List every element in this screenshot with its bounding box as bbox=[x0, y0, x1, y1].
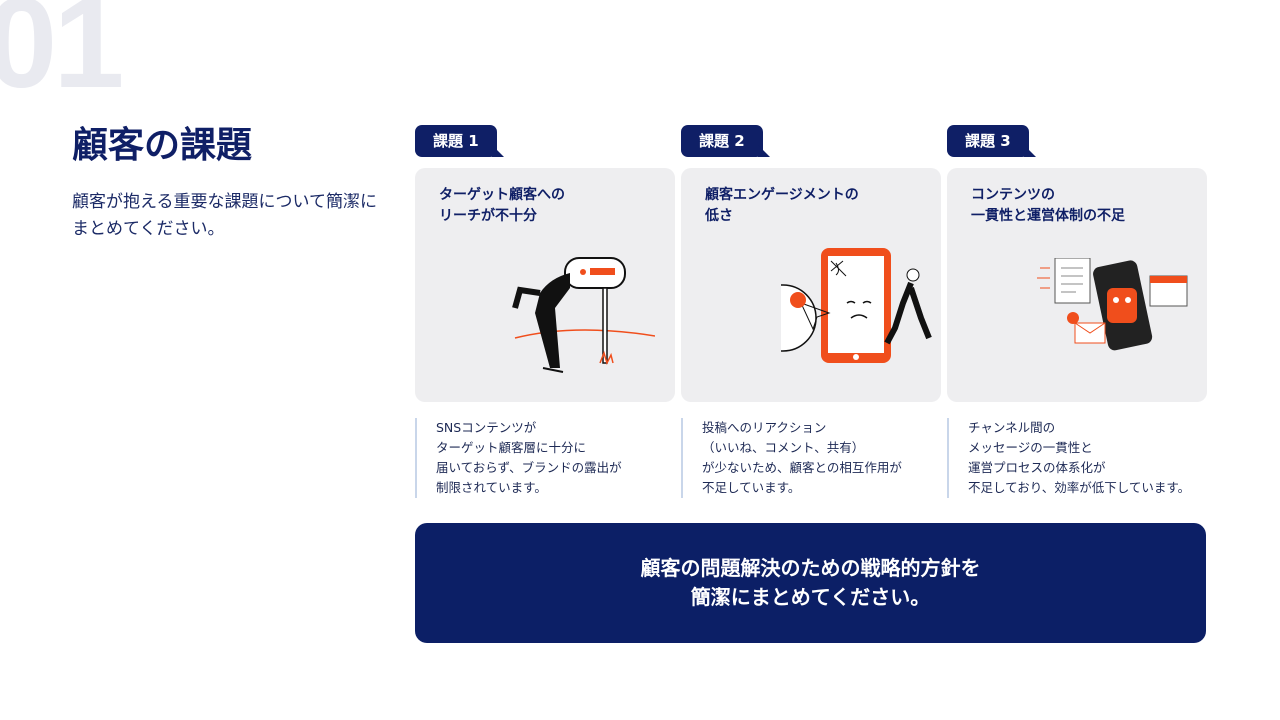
sad-phone-illustration-icon bbox=[781, 248, 932, 363]
issue-heading: ターゲット顧客への リーチが不十分 bbox=[439, 187, 565, 224]
page-title: 顧客の課題 bbox=[72, 125, 253, 166]
issue-card: 顧客エンゲージメントの 低さ bbox=[681, 168, 941, 402]
issue-description: チャンネル間の メッセージの一貫性と 運営プロセスの体系化が 不足しており、効率… bbox=[947, 418, 1212, 498]
issue-2: 課題 2 顧客エンゲージメントの 低さ 投稿へのリアクション （いいね、コメント… bbox=[681, 125, 941, 498]
mailbox-illustration-icon bbox=[512, 257, 655, 373]
issue-tag: 課題 1 bbox=[415, 125, 504, 157]
issue-description: 投稿へのリアクション （いいね、コメント、共有） が少ないため、顧客との相互作用… bbox=[681, 418, 946, 498]
issue-3: 課題 3 コンテンツの 一貫性と運営体制の不足 チャンネル間の メッセージの一貫… bbox=[947, 125, 1207, 498]
issue-card: ターゲット顧客への リーチが不十分 bbox=[415, 168, 675, 402]
page-subtitle: 顧客が抱える重要な課題について簡潔にまとめてください。 bbox=[72, 192, 377, 239]
issue-description: SNSコンテンツが ターゲット顧客層に十分に 届いておらず、ブランドの露出が 制… bbox=[415, 418, 680, 498]
issue-heading: 顧客エンゲージメントの 低さ bbox=[705, 187, 859, 224]
issue-card: コンテンツの 一貫性と運営体制の不足 bbox=[947, 168, 1207, 402]
issue-heading: コンテンツの 一貫性と運営体制の不足 bbox=[971, 187, 1125, 224]
strategy-banner: 顧客の問題解決のための戦略的方針を 簡潔にまとめてください。 bbox=[415, 523, 1206, 643]
issue-tag: 課題 3 bbox=[947, 125, 1036, 157]
issue-tag: 課題 2 bbox=[681, 125, 770, 157]
slide-number: 01 bbox=[0, 0, 124, 115]
robot-phone-illustration-icon bbox=[1037, 258, 1188, 351]
issue-1: 課題 1 ターゲット顧客への リーチが不十分 SNSコンテンツが ターゲット顧客… bbox=[415, 125, 675, 498]
